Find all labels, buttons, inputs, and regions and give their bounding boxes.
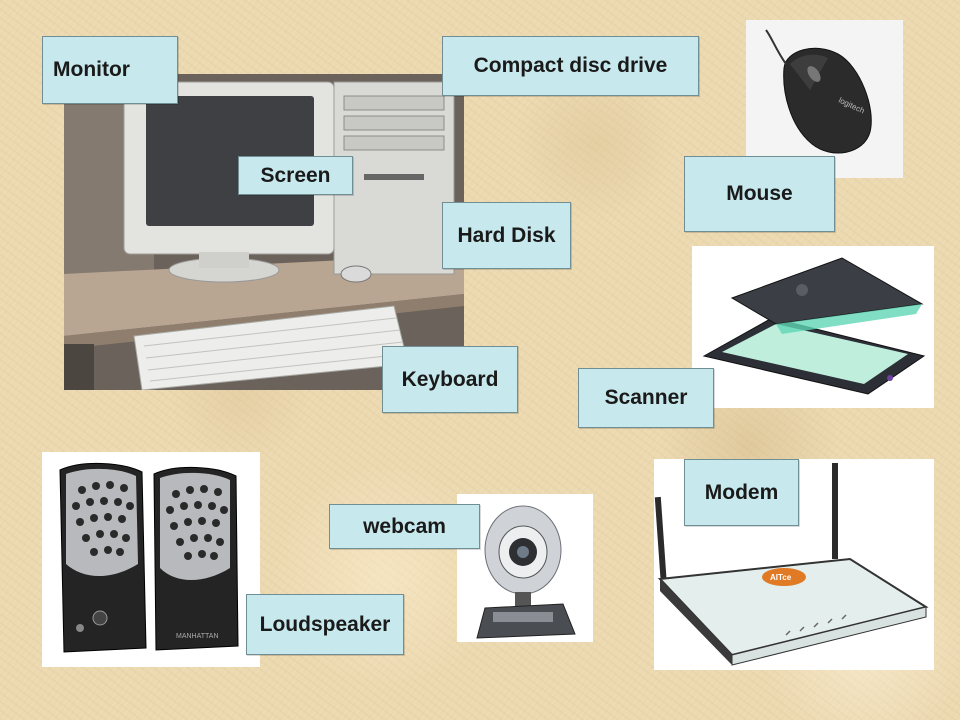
mouse-label: Mouse [684,156,835,232]
scanner-label-text: Scanner [604,386,688,409]
mouse-photo: logitech [746,20,903,178]
monitor-label-text: Monitor [53,58,130,81]
loudspeaker-label: Loudspeaker [246,594,404,655]
modem-brand-logo: AITce [770,573,792,582]
mouse-illustration: logitech [746,20,903,178]
monitor-label: Monitor [42,36,178,104]
scanner-illustration [692,246,934,408]
webcam-label-text: webcam [363,514,446,538]
compact-disc-drive-label-text: Compact disc drive [473,54,668,77]
speaker-brand-logo: MANHATTAN [176,633,219,640]
modem-illustration: AITce [654,459,934,670]
computer-photo [64,74,464,390]
webcam-label: webcam [329,504,480,549]
scanner-photo [692,246,934,408]
compact-disc-drive-label: Compact disc drive [442,36,699,96]
loudspeaker-illustration: MANHATTAN [42,452,260,667]
computer-illustration [64,74,464,390]
scanner-label: Scanner [578,368,714,428]
modem-label-text: Modem [704,480,779,504]
mouse-label-text: Mouse [726,182,793,205]
hard-disk-label: Hard Disk [442,202,571,269]
loudspeaker-photo: MANHATTAN [42,452,260,667]
keyboard-label: Keyboard [382,346,518,413]
loudspeaker-label-text: Loudspeaker [259,612,391,636]
screen-label-text: Screen [260,163,331,187]
keyboard-label-text: Keyboard [401,367,499,391]
modem-label: Modem [684,459,799,526]
hard-disk-label-text: Hard Disk [457,223,556,247]
screen-label: Screen [238,156,353,195]
